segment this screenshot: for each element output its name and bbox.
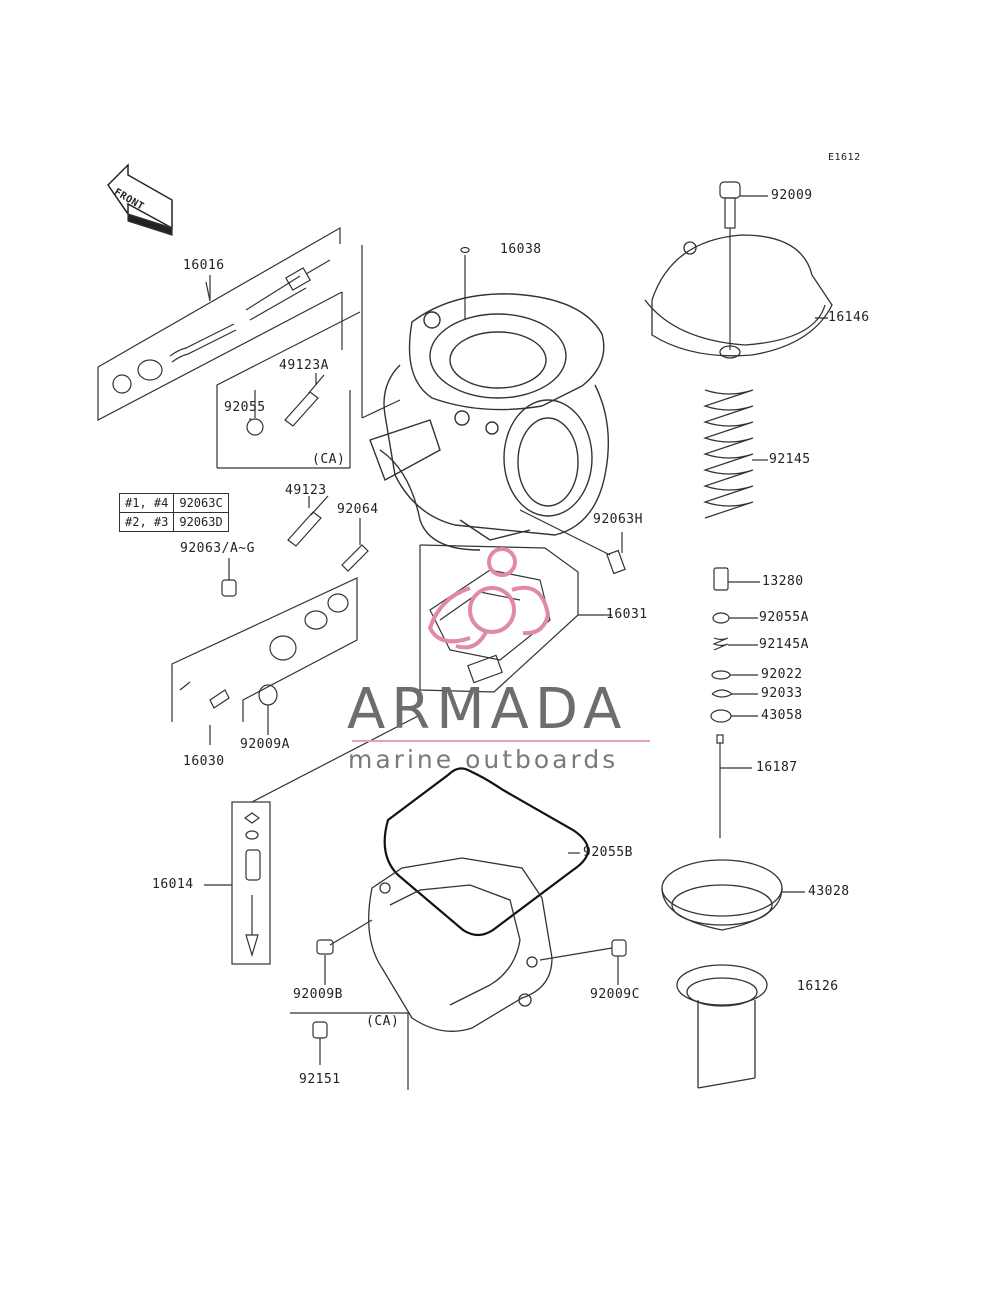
part-label[interactable]: 92009B <box>293 987 343 1002</box>
part-label[interactable]: 92055A <box>759 610 809 625</box>
part-label[interactable]: 92145A <box>759 637 809 652</box>
carburetor-body-drawing <box>369 293 609 551</box>
needle-jet-stack-drawing <box>710 567 760 723</box>
part-label[interactable]: 16038 <box>500 242 542 257</box>
part-92063H-drawing <box>519 509 626 575</box>
ca-note: (CA) <box>366 1014 400 1029</box>
part-49123A-box <box>216 311 361 469</box>
part-92009B-drawing <box>316 919 373 985</box>
part-label[interactable]: 92145 <box>769 452 811 467</box>
part-label[interactable]: 16016 <box>183 258 225 273</box>
part-label[interactable]: 13280 <box>762 574 804 589</box>
part-label[interactable]: 92009A <box>240 737 290 752</box>
part-label[interactable]: 92063/A~G <box>180 541 255 556</box>
part-92063AG-drawing <box>221 558 237 597</box>
diagram-code: E1612 <box>828 152 861 163</box>
part-92151-box <box>290 1012 409 1090</box>
part-label[interactable]: 92033 <box>761 686 803 701</box>
part-49123-drawing <box>287 495 329 547</box>
watermark-rule <box>352 740 650 742</box>
part-label[interactable]: 92022 <box>761 667 803 682</box>
part-label[interactable]: 92009C <box>590 987 640 1002</box>
part-label[interactable]: 92009 <box>771 188 813 203</box>
watermark-tagline: marine outboards <box>348 745 619 774</box>
part-16146-cover-drawing <box>644 234 833 359</box>
part-label[interactable]: 92055 <box>224 400 266 415</box>
part-label[interactable]: 92055B <box>583 845 633 860</box>
legend-position: #1, #4 <box>118 493 175 513</box>
part-92055B-gasket-drawing <box>383 767 590 937</box>
part-16126-piston-drawing <box>676 964 768 1089</box>
watermark-brand: ARMADA <box>347 677 628 742</box>
part-16014-box <box>204 714 421 965</box>
part-label[interactable]: 16014 <box>152 877 194 892</box>
part-16016-enricher-drawing <box>97 226 343 421</box>
part-label[interactable]: 16187 <box>756 760 798 775</box>
part-label[interactable]: 16030 <box>183 754 225 769</box>
part-label[interactable]: 43028 <box>808 884 850 899</box>
part-label[interactable]: 92151 <box>299 1072 341 1087</box>
armada-logo-icon <box>427 547 551 650</box>
part-label[interactable]: 43058 <box>761 708 803 723</box>
legend-part[interactable]: 92063C <box>173 493 229 513</box>
part-92064-drawing <box>341 518 369 572</box>
cylinder-legend-table: #1, #4 92063C #2, #3 92063D <box>118 493 229 532</box>
part-92009C-drawing <box>539 939 627 985</box>
legend-part[interactable]: 92063D <box>173 512 229 532</box>
front-arrow-icon <box>107 163 173 236</box>
part-92009-screw-drawing <box>719 181 768 350</box>
part-label[interactable]: 16146 <box>828 310 870 325</box>
part-label[interactable]: 49123A <box>279 358 329 373</box>
legend-position: #2, #3 <box>118 512 175 532</box>
part-label[interactable]: 92064 <box>337 502 379 517</box>
part-43028-diaphragm-drawing <box>661 859 805 931</box>
part-16187-needle-drawing <box>716 734 752 838</box>
part-label[interactable]: 16031 <box>606 607 648 622</box>
part-label[interactable]: 16126 <box>797 979 839 994</box>
part-label[interactable]: 49123 <box>285 483 327 498</box>
part-92145-spring-drawing <box>703 389 768 519</box>
table-row: #1, #4 92063C <box>118 493 229 513</box>
table-row: #2, #3 92063D <box>118 512 229 532</box>
part-label[interactable]: 92063H <box>593 512 643 527</box>
part-16030-box <box>171 577 358 745</box>
ca-note: (CA) <box>312 452 346 467</box>
float-bowl-drawing <box>368 857 553 1032</box>
